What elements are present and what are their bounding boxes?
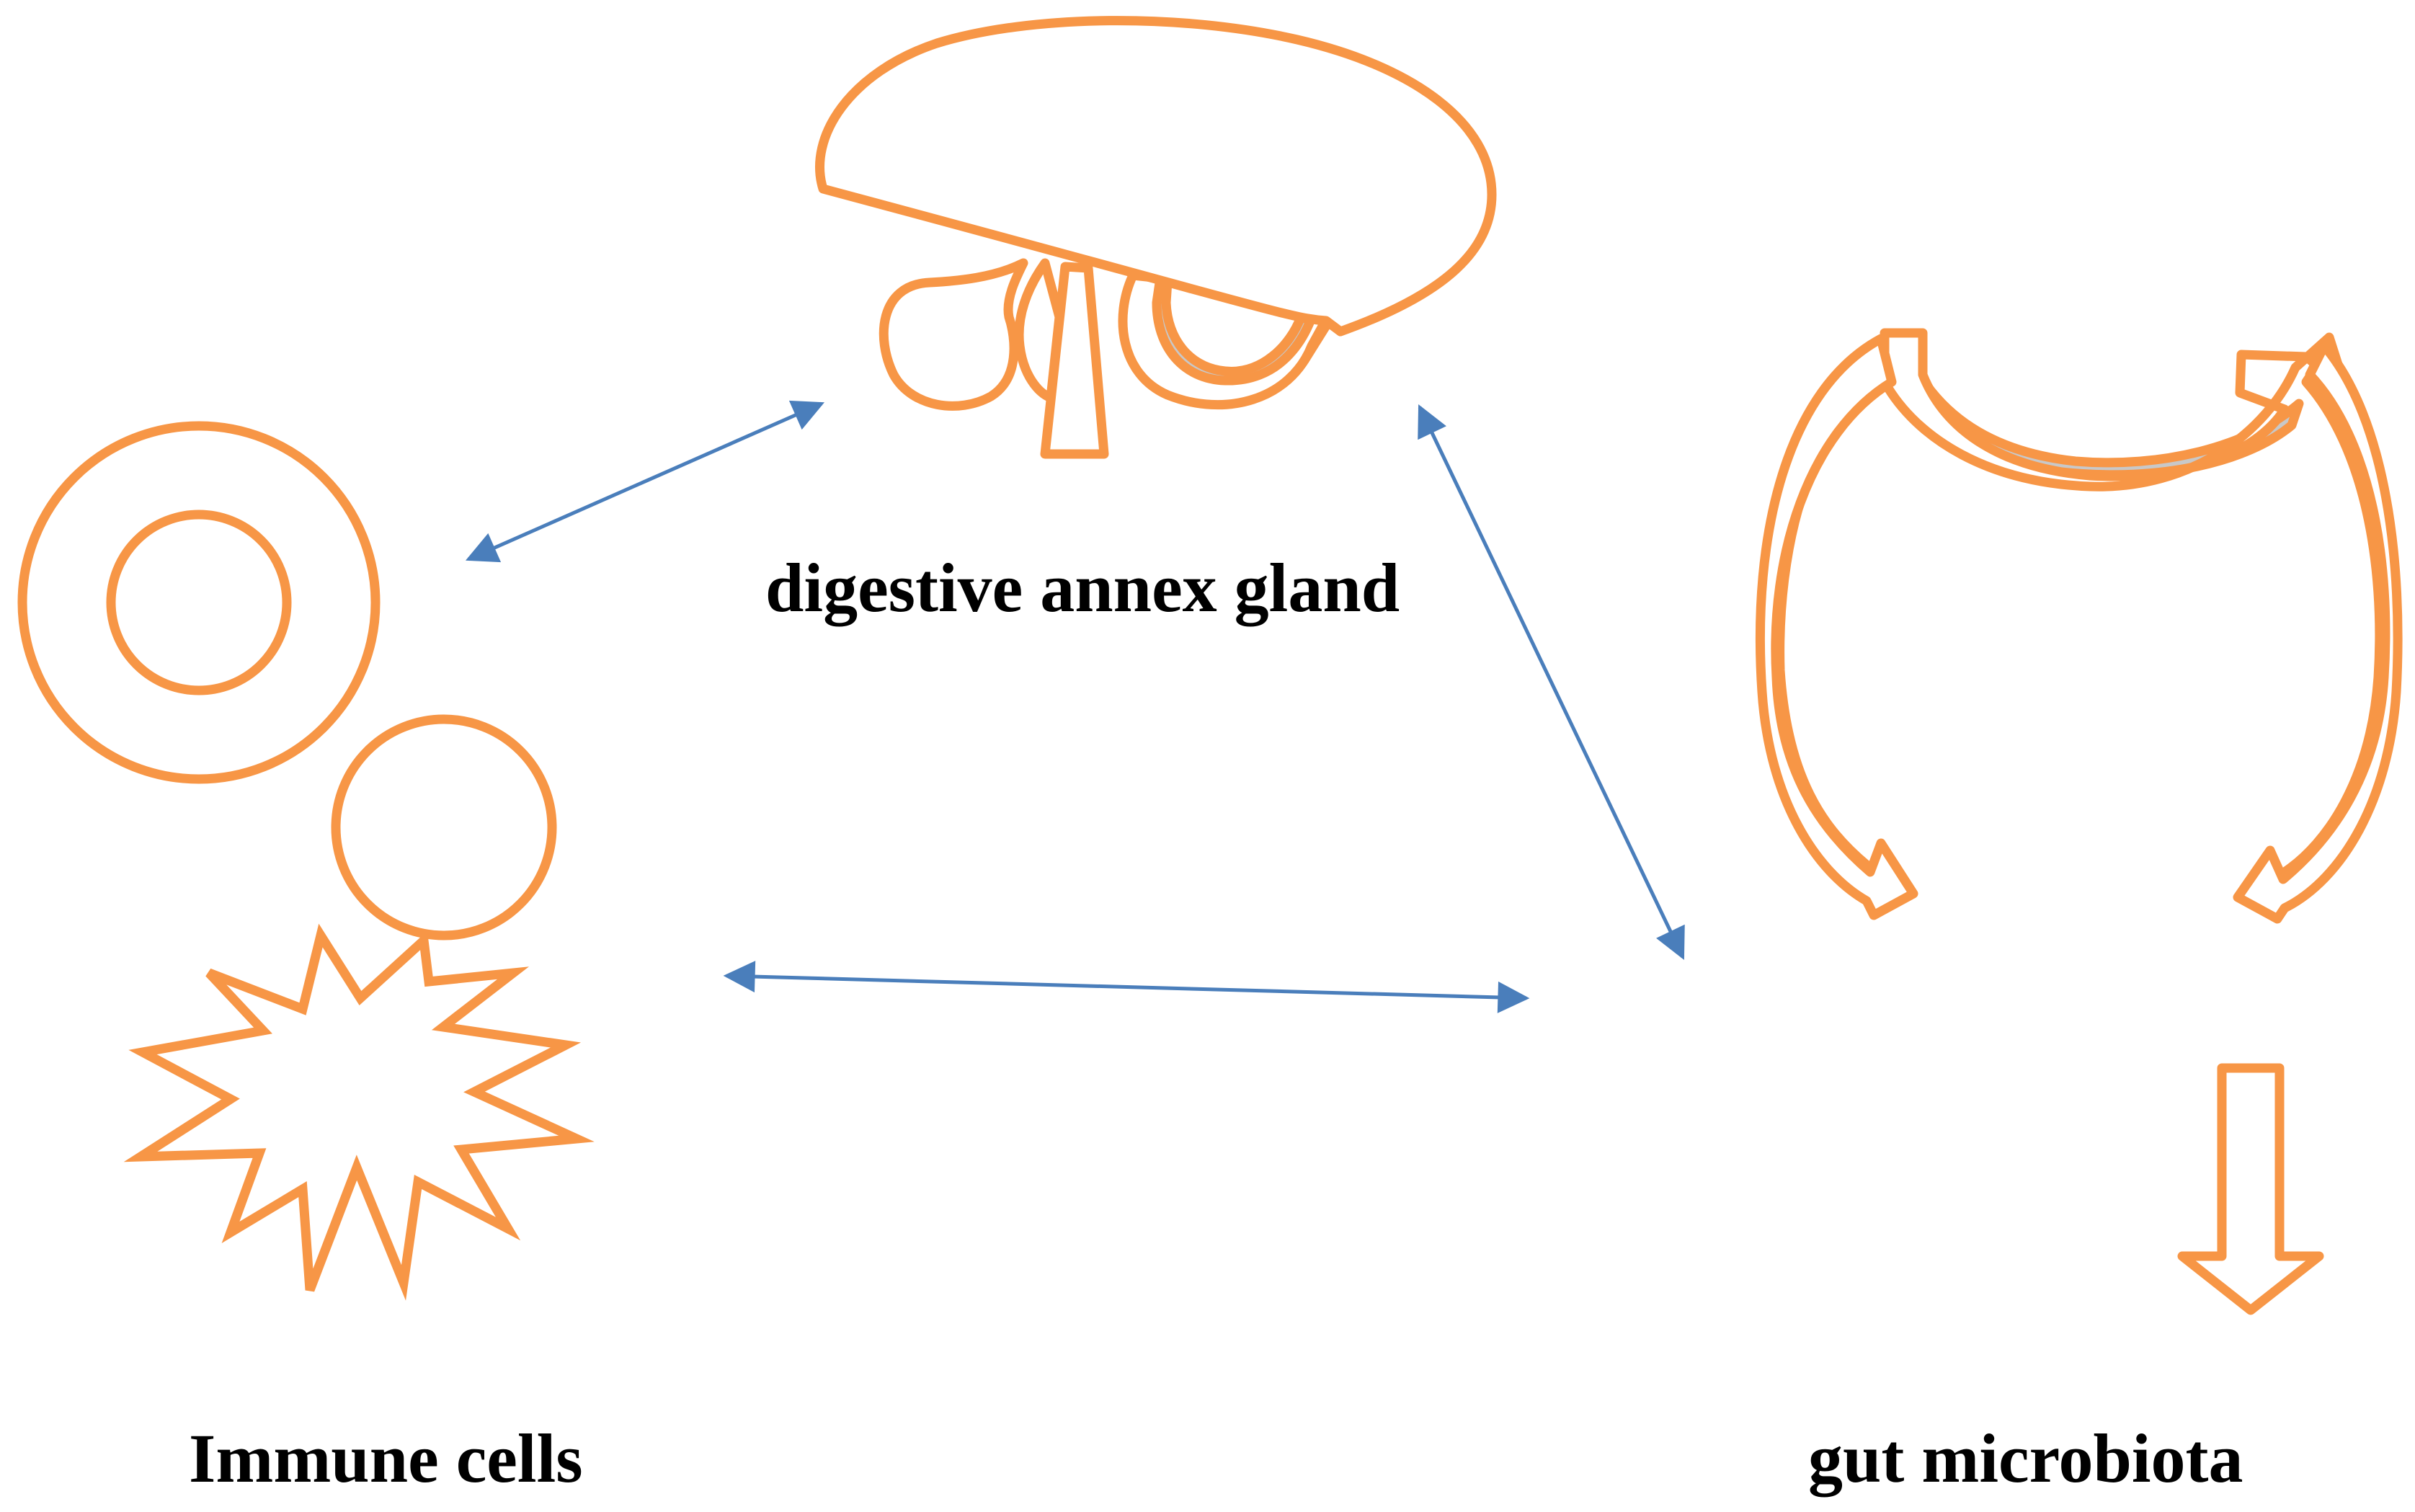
immune-cells-icon	[17, 421, 595, 1301]
connector-gland-microbiota	[1418, 404, 1685, 960]
digestive-gland-icon	[815, 16, 1497, 459]
connector-immune-gland	[465, 400, 825, 563]
gut-microbiota-label: gut microbiota	[1808, 1420, 2243, 1497]
digestive-annex-gland-label: digestive annex gland	[765, 549, 1400, 626]
gut-microbiota-icon	[1755, 328, 2403, 1315]
immune-cells-label: Immune cells	[189, 1420, 583, 1497]
connector-immune-microbiota	[723, 961, 1530, 1013]
connectors	[465, 400, 1685, 1013]
